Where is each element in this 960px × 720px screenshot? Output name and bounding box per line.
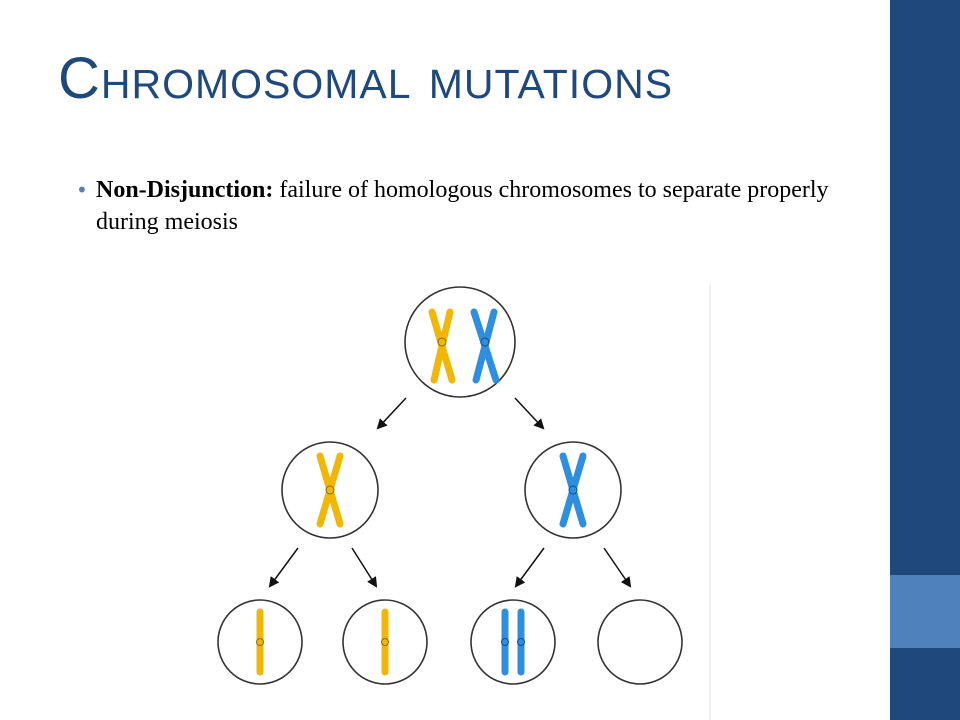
- arrow-icon: [376, 397, 407, 430]
- sidebar-accent-bar: [890, 0, 960, 720]
- cell-gamete-4: [597, 599, 683, 685]
- cell-daughter-left: [281, 441, 379, 539]
- arrow-icon: [514, 397, 545, 430]
- bullet-dot-icon: •: [76, 178, 88, 202]
- slide-title: Chromosomal Mutations: [58, 46, 674, 111]
- chromosome-maternal-x: [428, 308, 456, 384]
- chromosome-paternal-x: [470, 308, 500, 384]
- non-disjunction-diagram: [217, 284, 711, 720]
- arrow-icon: [603, 547, 632, 588]
- cell-gamete-1: [217, 599, 303, 685]
- arrow-icon: [351, 547, 378, 588]
- bullet-text: failure of homologous chromosomes to sep…: [96, 177, 829, 235]
- bullet-list: • Non-Disjunction: failure of homologous …: [76, 174, 836, 238]
- cell-daughter-right: [524, 441, 622, 539]
- cell-gamete-3: [470, 599, 556, 685]
- sidebar-accent-band: [890, 575, 960, 648]
- cell-gamete-2: [342, 599, 428, 685]
- arrow-icon: [268, 547, 299, 588]
- arrow-icon: [514, 547, 545, 588]
- cell-parent: [404, 286, 516, 398]
- bullet-item: • Non-Disjunction: failure of homologous …: [76, 174, 836, 238]
- bullet-term: Non-Disjunction:: [96, 177, 274, 203]
